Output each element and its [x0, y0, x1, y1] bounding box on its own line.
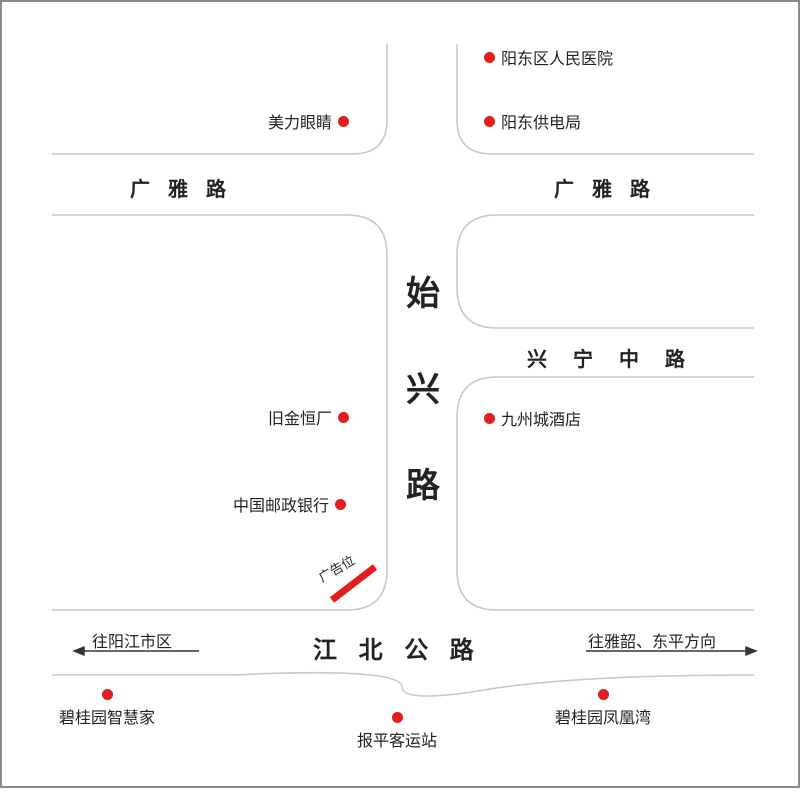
- poi-jiuzhou-hotel: 九州城酒店: [484, 406, 581, 430]
- direction-to-yangjiang: 往阳江市区: [92, 632, 173, 651]
- road-edge-mid-left: [52, 214, 388, 611]
- road-label-jiangbei: 江北公路: [313, 636, 496, 664]
- poi-biguiyuan-smart: 碧桂园智慧家: [59, 689, 155, 728]
- poi-dot: [335, 498, 347, 510]
- poi-label: 九州城酒店: [501, 410, 582, 429]
- direction-to-yashao-dongping: 往雅韶、东平方向: [588, 632, 717, 651]
- poi-jiujin-factory: 旧金恒厂: [268, 405, 350, 429]
- road-label-guangya-left: 广雅路: [130, 177, 244, 201]
- poi-label: 碧桂园智慧家: [59, 708, 156, 727]
- poi-dot: [484, 412, 495, 424]
- poi-hospital: 阳东区人民医院: [484, 45, 613, 69]
- left-direction-arrowhead: [72, 645, 85, 657]
- poi-label: 旧金恒厂: [268, 409, 333, 428]
- poi-dot: [338, 115, 350, 127]
- poi-label: 报平客运站: [357, 731, 438, 750]
- poi-post-bank: 中国邮政银行: [233, 492, 347, 516]
- poi-meili-eyes: 美力眼睛: [268, 109, 350, 133]
- road-edge-top-right: [456, 44, 754, 155]
- poi-label: 阳东区人民医院: [501, 49, 614, 68]
- road-label-shixing-3: 路: [406, 466, 440, 506]
- poi-dot: [101, 689, 113, 700]
- road-edge-low-right: [456, 376, 754, 611]
- poi-label: 碧桂园凤凰湾: [555, 708, 652, 727]
- road-label-xingning: 兴宁中路: [527, 347, 711, 371]
- poi-dot: [484, 115, 495, 127]
- poi-baoping-station: 报平客运站: [357, 712, 437, 751]
- road-label-shixing-2: 兴: [406, 370, 440, 410]
- right-direction-arrowhead: [745, 645, 758, 657]
- road-label-guangya-right: 广雅路: [554, 177, 668, 201]
- poi-dot: [484, 51, 495, 63]
- poi-label: 中国邮政银行: [233, 496, 330, 515]
- poi-biguiyuan-fenghuang: 碧桂园凤凰湾: [555, 689, 651, 728]
- road-edge-jiangbei-bottom: [52, 671, 755, 697]
- poi-power-bureau: 阳东供电局: [484, 109, 581, 133]
- road-label-shixing-1: 始: [406, 274, 440, 314]
- ad-spot-marker: [329, 564, 378, 603]
- poi-dot: [338, 411, 350, 423]
- poi-dot: [597, 689, 609, 700]
- poi-label: 阳东供电局: [501, 113, 582, 132]
- poi-dot: [391, 712, 403, 723]
- road-edge-top-left: [52, 44, 388, 155]
- road-edge-mid-right: [456, 214, 754, 329]
- poi-label: 美力眼睛: [268, 113, 333, 132]
